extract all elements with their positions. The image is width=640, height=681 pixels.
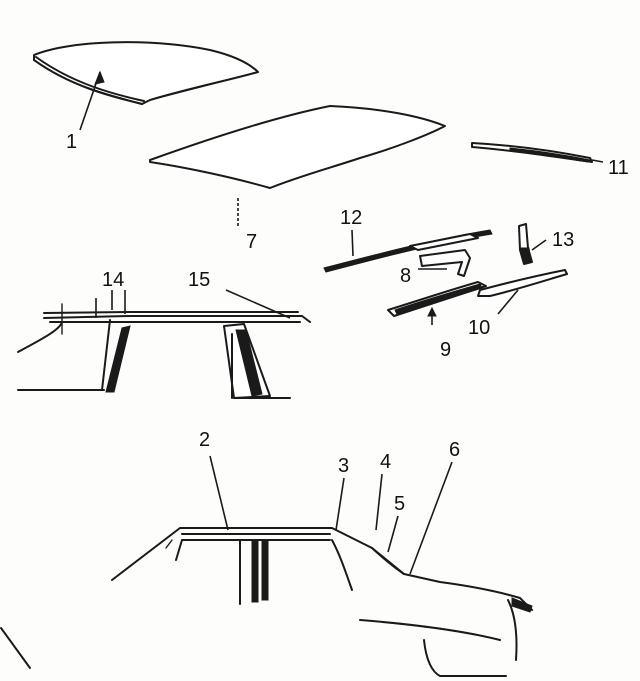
callout-5: 5 [394,493,405,515]
part-8-bracket [419,249,471,277]
leader-5 [387,515,399,553]
leader-9-arrow [427,306,437,317]
part-13-clip [518,223,533,265]
car-side-full [0,527,533,677]
callout-13: 13 [552,229,574,251]
callout-3: 3 [338,455,349,477]
callout-4: 4 [380,451,391,473]
leader-13 [531,239,547,251]
part-7-roof-panel [149,105,446,189]
callout-15: 15 [188,269,210,291]
part-10-end [477,269,568,297]
leader-12 [351,229,354,257]
leader-4 [375,473,383,531]
leader-6 [409,461,453,575]
leader-10 [497,289,519,315]
callout-8: 8 [400,265,411,287]
part-11-molding [471,142,593,163]
callout-12: 12 [340,207,362,229]
callout-7: 7 [246,231,257,253]
leader-1-arrow [94,70,105,85]
part-12-strip [323,229,493,273]
callout-14: 14 [102,269,124,291]
callout-6: 6 [449,439,460,461]
leader-11 [591,159,604,163]
leader-15 [225,289,291,319]
callout-1: 1 [66,131,77,153]
car-side-partial [17,303,311,399]
part-9-rail [387,281,487,317]
callout-10: 10 [468,317,490,339]
leader-3 [335,477,345,531]
part-1-roof-cover [33,41,259,105]
leader-2 [209,455,229,531]
callout-11: 11 [608,157,629,179]
callout-9: 9 [440,339,451,361]
callout-2: 2 [199,429,210,451]
